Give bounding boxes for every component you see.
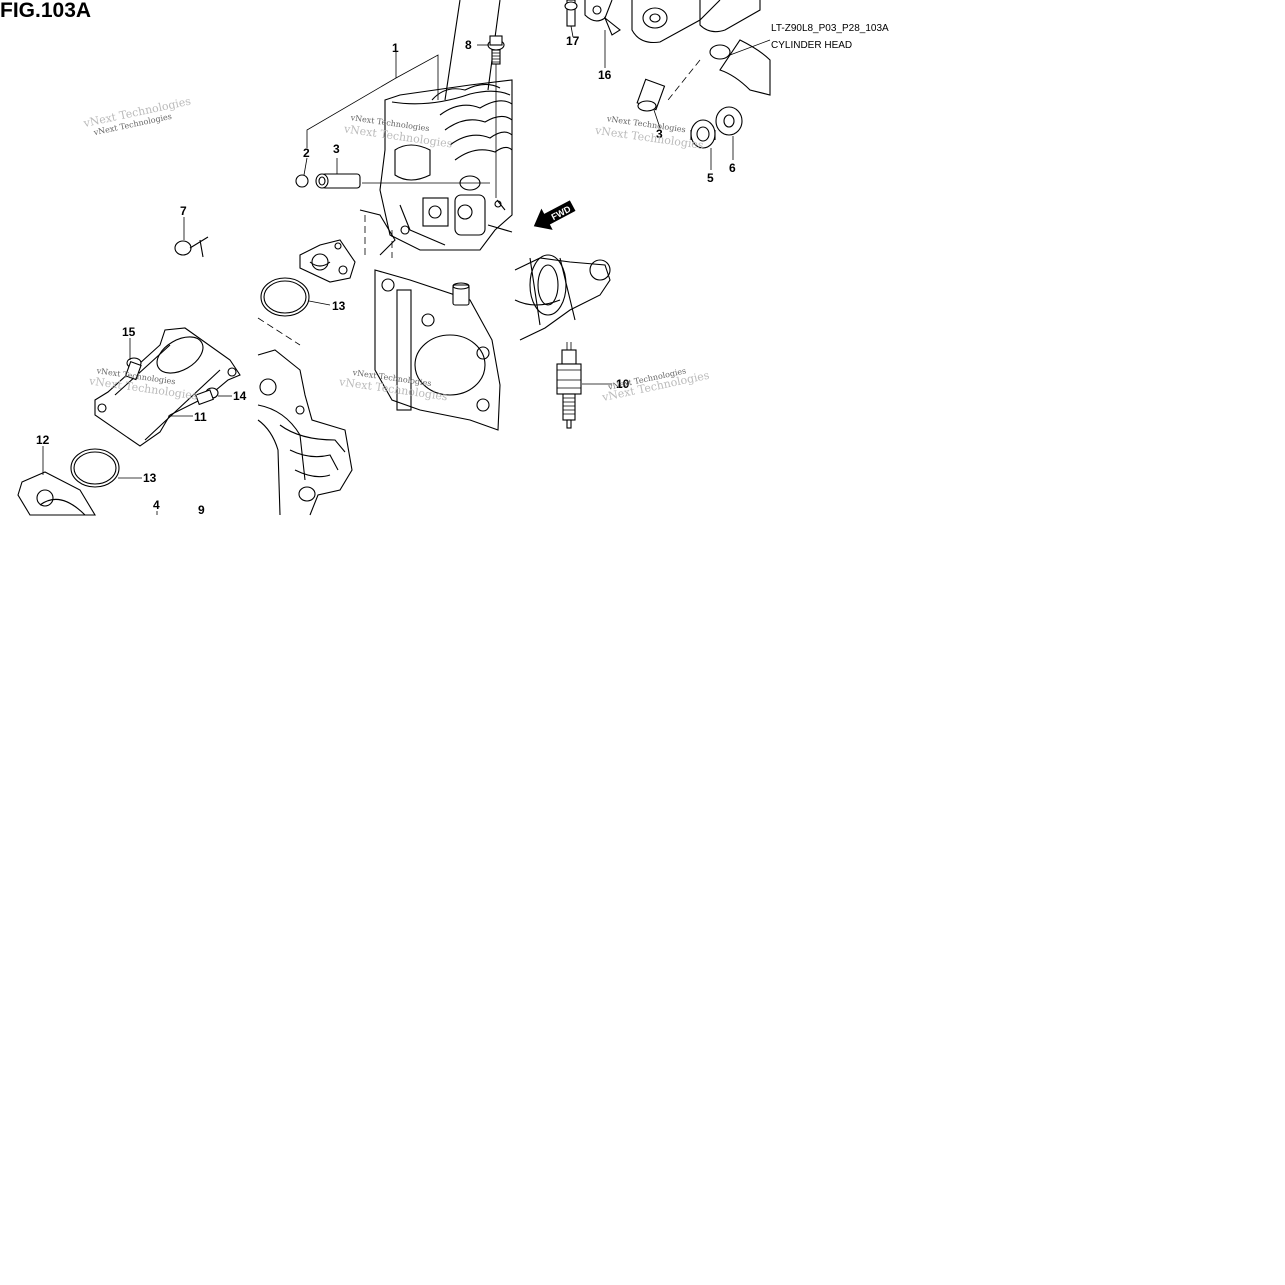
fwd-arrow-icon: FWD <box>533 200 576 230</box>
callout-5: 5 <box>707 171 714 185</box>
callouts: 1 2 3 3 4 5 6 7 8 9 10 11 12 13 13 14 15… <box>36 34 736 517</box>
part-16-bracket <box>584 0 621 36</box>
part-11-intake-pipe <box>94 327 241 447</box>
part-15-bolt <box>124 357 142 381</box>
callout-17: 17 <box>566 34 580 48</box>
part-13-o-ring-lower <box>70 448 120 488</box>
callout-9: 9 <box>198 503 205 517</box>
part-2-o-ring <box>295 174 309 188</box>
dowel-under-head <box>452 282 470 306</box>
callout-15: 15 <box>122 325 136 339</box>
callout-3-right: 3 <box>656 127 663 141</box>
part-12-flange <box>17 471 96 516</box>
figure-title: FIG.103A <box>0 0 91 22</box>
part-3-dowel-right <box>636 78 666 112</box>
part-5-nut <box>690 119 716 149</box>
callout-16: 16 <box>598 68 612 82</box>
callout-13-lower: 13 <box>143 471 157 485</box>
callout-8: 8 <box>465 38 472 52</box>
section-name: CYLINDER HEAD <box>771 40 852 51</box>
head-gasket <box>374 269 501 431</box>
part-17-stud <box>564 0 578 27</box>
callout-11: 11 <box>194 410 207 424</box>
callout-4: 4 <box>153 498 160 512</box>
head-fragment-top-right <box>631 0 771 101</box>
part-7-nut <box>174 236 209 258</box>
part-10-spark-plug <box>556 342 582 429</box>
callout-14: 14 <box>233 389 247 403</box>
callout-1: 1 <box>392 41 399 55</box>
part-8-bolt <box>487 35 505 65</box>
leader-lines <box>42 25 734 515</box>
intake-gasket-region <box>299 239 356 283</box>
callout-3-left: 3 <box>333 142 340 156</box>
callout-6: 6 <box>729 161 736 175</box>
callout-2: 2 <box>303 146 310 160</box>
drawing-code: LT-Z90L8_P03_P28_103A <box>771 23 889 34</box>
callout-13-upper: 13 <box>332 299 346 313</box>
part-14-bolt <box>195 387 219 406</box>
camshaft-fragment <box>514 254 611 341</box>
part-3-dowel-left <box>315 173 361 189</box>
cylinder-block-fragment <box>257 317 353 516</box>
callout-7: 7 <box>180 204 187 218</box>
callout-10: 10 <box>616 377 630 391</box>
part-13-o-ring-upper <box>260 277 310 317</box>
callout-12: 12 <box>36 433 50 447</box>
part-6-washer <box>715 106 743 136</box>
